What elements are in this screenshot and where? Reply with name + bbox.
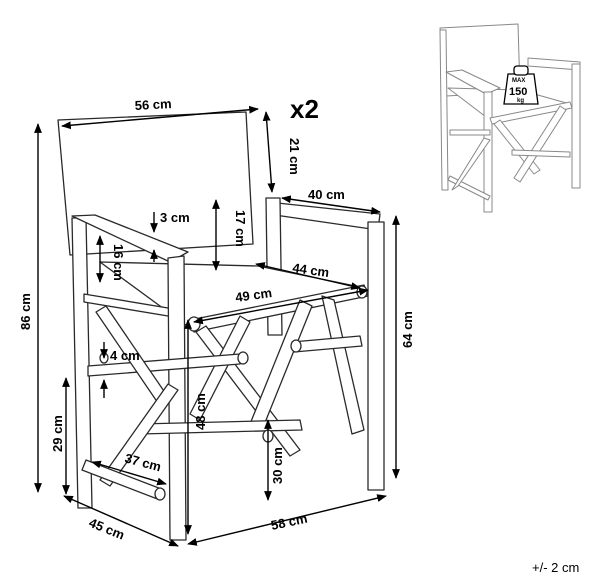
label-foot-height: 29 cm bbox=[50, 415, 65, 452]
label-seat-depth-top: 40 cm bbox=[308, 187, 345, 202]
label-seat-width-inner: 44 cm bbox=[292, 260, 331, 280]
thumbnail-chair bbox=[439, 23, 581, 213]
label-back-to-seat: 17 cm bbox=[233, 210, 248, 247]
dimension-lines bbox=[34, 105, 400, 547]
load-badge-line3: kg bbox=[517, 98, 524, 104]
cross-bar-d bbox=[321, 295, 365, 435]
load-badge-line2: 150 bbox=[509, 86, 527, 98]
left-armrest bbox=[71, 214, 189, 263]
label-backrest-width: 56 cm bbox=[134, 96, 172, 113]
label-seat-height-side: 48 cm bbox=[193, 393, 208, 430]
label-backrest-gap: 3 cm bbox=[160, 210, 190, 225]
front-right-leg bbox=[367, 221, 385, 491]
rod-end-1 bbox=[187, 316, 201, 332]
right-armrest bbox=[267, 201, 381, 231]
label-backrest-height: 21 cm bbox=[287, 138, 302, 175]
label-stretcher-gap: 4 cm bbox=[110, 348, 140, 363]
label-seat-height-front: 64 cm bbox=[400, 311, 415, 348]
front-left-leg bbox=[167, 255, 187, 541]
rod-end-7 bbox=[154, 487, 166, 501]
tolerance-note: +/- 2 cm bbox=[532, 560, 579, 575]
rod-end-4 bbox=[290, 339, 302, 353]
label-total-height: 86 cm bbox=[18, 293, 33, 330]
max-load-badge: MAX 150 kg bbox=[503, 65, 539, 105]
mid-rail-right bbox=[291, 335, 363, 353]
chair-drawing bbox=[57, 111, 385, 541]
label-seat-width: 49 cm bbox=[234, 285, 273, 305]
label-arm-height: 16 cm bbox=[111, 244, 126, 281]
load-badge-line1: MAX bbox=[512, 78, 525, 84]
backrest-canvas bbox=[57, 111, 254, 256]
label-depth: 45 cm bbox=[87, 515, 127, 543]
quantity-label: x2 bbox=[290, 94, 319, 124]
label-cross-bar: 37 cm bbox=[123, 450, 163, 474]
label-lower-bar-height: 30 cm bbox=[270, 447, 285, 484]
label-width: 58 cm bbox=[270, 511, 309, 533]
rod-end-3 bbox=[237, 351, 249, 365]
